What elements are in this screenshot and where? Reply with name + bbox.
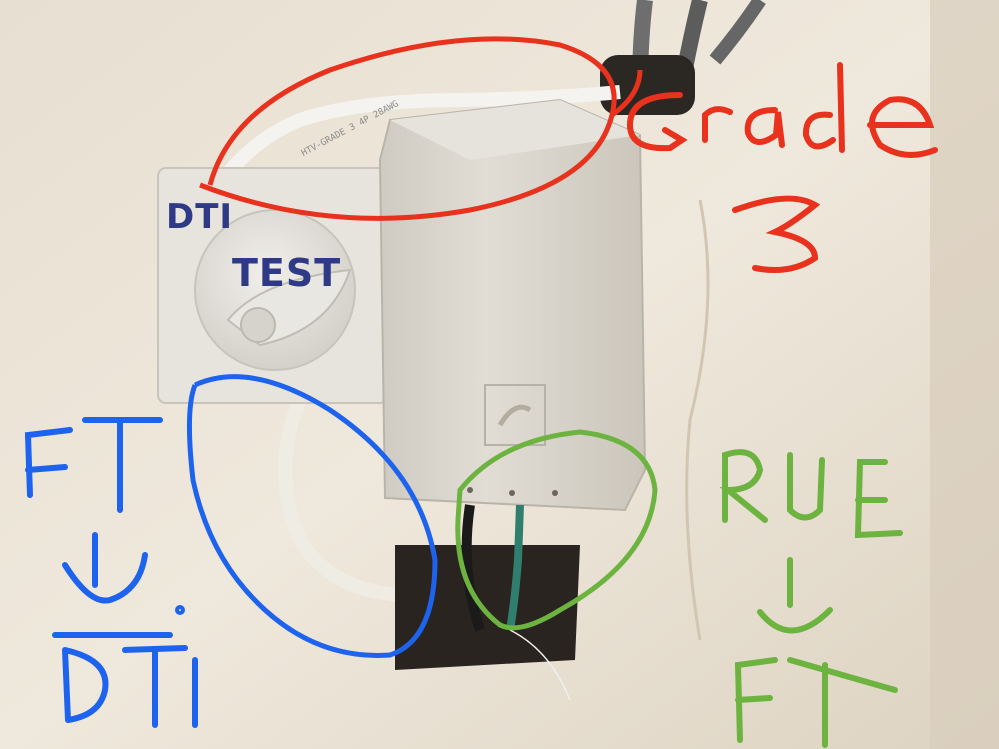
phone-logo-box-icon xyxy=(484,384,546,446)
white-cable xyxy=(209,85,621,195)
plaster-crack xyxy=(685,199,710,641)
socket-brand-label: DTI xyxy=(166,197,234,237)
phone-logo-icon xyxy=(240,307,276,343)
wall-corner-shadow xyxy=(930,0,999,749)
wall-hole-top xyxy=(600,55,695,115)
phone-handset-icon xyxy=(497,404,532,427)
red-connector-annotation xyxy=(610,69,643,118)
blue-circle-annotation xyxy=(186,374,438,658)
red-circle-annotation xyxy=(199,36,617,221)
red-text-annotation xyxy=(626,62,938,273)
junction-box-top xyxy=(390,100,640,160)
box-screw-hole-1 xyxy=(509,490,515,496)
blue-text-annotation xyxy=(24,417,198,728)
box-screw-hole-2 xyxy=(552,490,558,496)
socket-test-label: TEST xyxy=(232,251,342,295)
green-text-annotation xyxy=(719,449,903,748)
white-thread xyxy=(509,629,571,701)
grey-cable-3 xyxy=(709,0,766,65)
green-circle-annotation xyxy=(455,429,658,631)
green-wire xyxy=(506,504,524,631)
wall-hole-bottom xyxy=(395,545,580,670)
box-screw-hole-3 xyxy=(467,487,473,493)
black-wire xyxy=(461,504,485,632)
